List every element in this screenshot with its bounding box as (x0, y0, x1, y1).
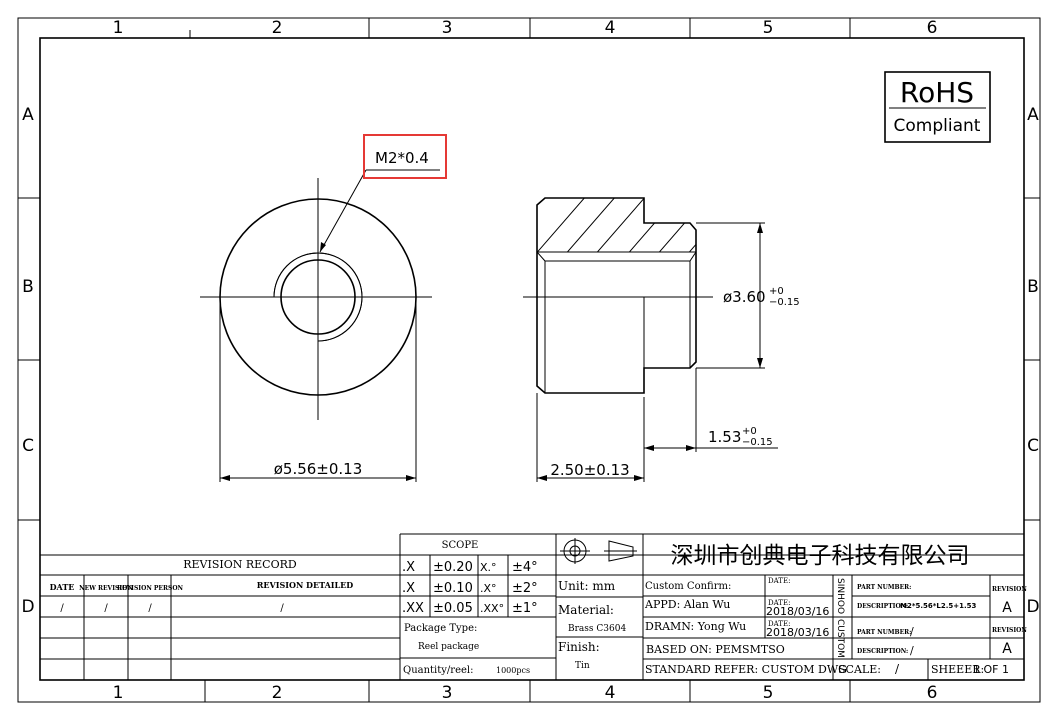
rev-header-detailed: REVISION DETAILED (257, 580, 354, 590)
unit-label: Unit: mm (558, 579, 616, 593)
scope-cell: .XX (402, 601, 424, 616)
row-label: B (1027, 277, 1039, 297)
scale-label: SCALE: (838, 663, 881, 676)
rohs-title: RoHS (900, 76, 974, 109)
front-view: ø5.56±0.13 (200, 169, 440, 482)
pilot-length-tol-lower: −0.15 (742, 437, 773, 448)
finish-label: Finish: (558, 640, 600, 654)
package-label: Package Type: (404, 623, 477, 634)
date-label: DATE: (768, 599, 790, 607)
col-label: 5 (763, 18, 774, 38)
thread-callout: M2*0.4 (375, 149, 429, 167)
scope-cell: ±0.05 (433, 601, 473, 616)
col-label: 2 (272, 683, 283, 703)
col-label: 1 (113, 683, 124, 703)
date-label: DATE: (768, 577, 790, 585)
scope-cell: ±0.10 (433, 581, 473, 596)
sinhoo-description-label: DESCRIPTION: (857, 603, 908, 610)
date-label: DATE: (768, 620, 790, 628)
pilot-diameter-tol-upper: +0 (769, 286, 784, 297)
rohs-subtitle: Compliant (894, 116, 981, 136)
appd-date: 2018/03/16 (766, 605, 829, 618)
col-label: 2 (272, 18, 283, 38)
quantity-value: 1000pcs (496, 666, 530, 675)
scale-value: / (895, 662, 900, 676)
col-label: 5 (763, 683, 774, 703)
rev-cell: / (280, 603, 284, 614)
custom-revision: A (1002, 641, 1012, 657)
dramn-date: 2018/03/16 (766, 626, 829, 639)
title-block (40, 533, 1024, 680)
custom-confirm: Custom Confirm: (645, 581, 731, 592)
company-name: 深圳市创典电子科技有限公司 (671, 543, 970, 569)
sinhoo-revision-label: REVISION (992, 586, 1027, 593)
row-label: A (1027, 105, 1039, 125)
rev-header-person: REVISION PERSON (117, 585, 184, 592)
package-value: Reel package (418, 642, 479, 652)
custom-label: CUSTOM (835, 619, 845, 658)
quantity-label: Quantity/reel: (403, 665, 473, 676)
rev-cell: / (148, 603, 152, 614)
row-label: D (21, 597, 34, 617)
sinhoo-revision: A (1002, 600, 1012, 616)
scope-cell: .X (402, 581, 415, 596)
rev-header-date: DATE (50, 582, 75, 592)
col-label: 3 (442, 18, 453, 38)
material-value: Brass C3604 (568, 624, 626, 634)
col-label: 6 (927, 18, 938, 38)
scope-cell: .X° (480, 582, 497, 595)
standard-refer: STANDARD REFER: CUSTOM DWG (645, 663, 847, 676)
rev-header-new-revision: NEW REVISION (79, 585, 133, 592)
col-label: 6 (927, 683, 938, 703)
col-label: 4 (605, 683, 616, 703)
custom-description-label: DESCRIPTION: (857, 648, 908, 655)
row-label: B (22, 277, 34, 297)
scope-cell: .XX° (480, 602, 504, 615)
rohs-badge: RoHS Compliant (884, 71, 991, 143)
pilot-diameter-tol-lower: −0.15 (769, 297, 800, 308)
row-label: D (1026, 597, 1039, 617)
side-view (523, 197, 778, 482)
thread-highlight-box (363, 134, 447, 179)
pilot-diameter-dim: ø3.60 (723, 288, 766, 306)
scope-title: SCOPE (442, 540, 479, 551)
appd: APPD: Alan Wu (644, 598, 730, 611)
row-label: C (1027, 436, 1039, 456)
scope-cell: ±1° (512, 601, 538, 616)
scope-cell: ±4° (512, 560, 538, 575)
sinhoo-description: M2*5.56*L2.5+1.53 (900, 602, 977, 610)
sinhoo-part-number-label: PART NUMBER: (857, 584, 911, 591)
scope-cell: ±2° (512, 581, 538, 596)
sheet-value: 1 OF 1 (973, 663, 1009, 676)
based-on: BASED ON: PEMSMTSO (646, 643, 785, 656)
zone-dividers (18, 18, 1040, 702)
inner-frame (39, 37, 1025, 681)
row-label: C (22, 436, 34, 456)
rev-cell: / (60, 603, 64, 614)
outer-diameter-dim: ø5.56±0.13 (274, 460, 363, 478)
pilot-length-tol-upper: +0 (742, 426, 757, 437)
total-length-dim: 2.50±0.13 (550, 461, 629, 479)
revision-record-title: REVISION RECORD (183, 558, 297, 571)
custom-part-number-label: PART NUMBER: (857, 629, 911, 636)
col-label: 1 (113, 18, 124, 38)
col-label: 4 (605, 18, 616, 38)
row-label: A (22, 105, 34, 125)
scope-cell: .X (402, 560, 415, 575)
finish-value: Tin (575, 661, 590, 671)
col-label: 3 (442, 683, 453, 703)
custom-description: / (910, 644, 914, 657)
dramn: DRAMN: Yong Wu (645, 620, 746, 633)
sheet-label: SHEEER: (931, 663, 984, 676)
rev-cell: / (104, 603, 108, 614)
scope-cell: ±0.20 (433, 560, 473, 575)
sinhoo-label: SINHOO (835, 578, 845, 614)
pilot-length-dim: 1.53 (708, 428, 741, 446)
custom-revision-label: REVISION (992, 627, 1027, 634)
material-label: Material: (558, 603, 614, 617)
custom-part-number: / (910, 625, 914, 638)
scope-cell: X.° (480, 561, 497, 574)
